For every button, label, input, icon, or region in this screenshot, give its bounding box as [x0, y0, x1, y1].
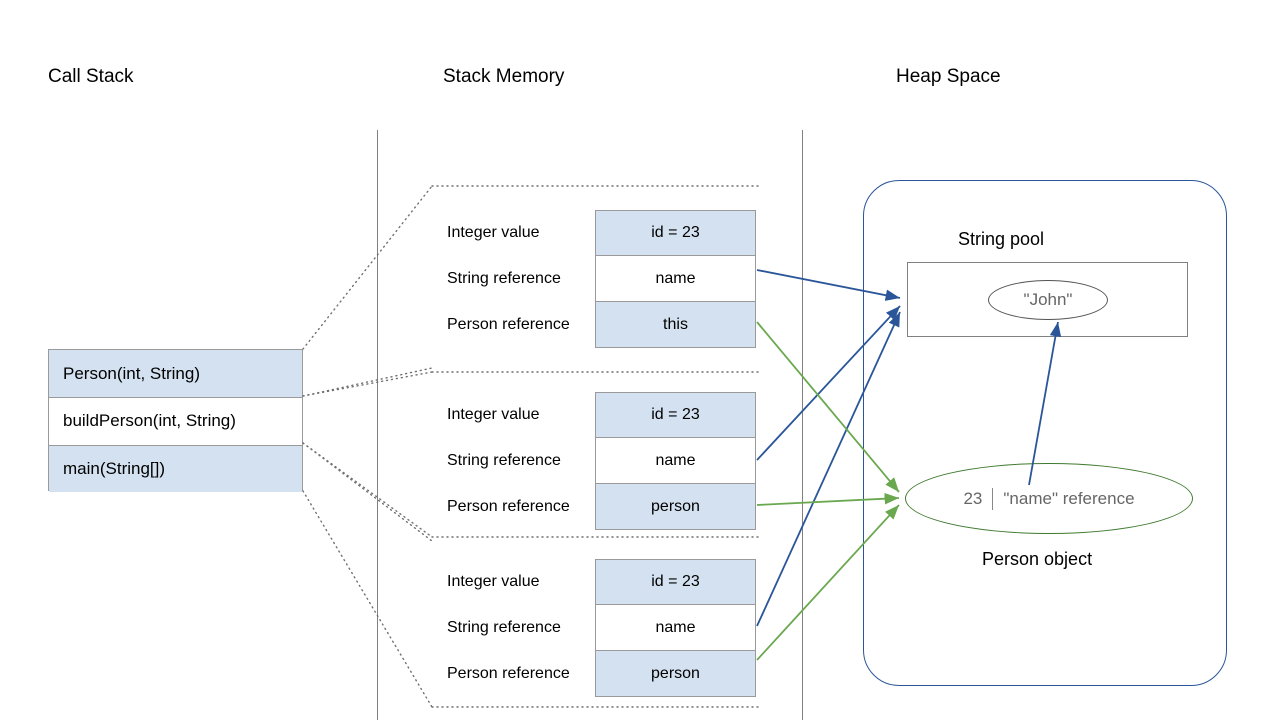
person-object-ellipse[interactable]: 23 "name" reference: [905, 463, 1193, 534]
string-pool-entry-john[interactable]: "John": [988, 280, 1108, 320]
stack-row-label: Person reference: [447, 665, 570, 682]
stack-row-label: String reference: [447, 270, 561, 287]
stack-row-label: Person reference: [447, 498, 570, 515]
stack-value-name[interactable]: name: [595, 438, 756, 484]
call-stack-box: Person(int, String) buildPerson(int, Str…: [48, 349, 303, 492]
call-stack-frame-main[interactable]: main(String[]): [49, 444, 302, 492]
stack-value-person-ref[interactable]: this: [595, 302, 756, 348]
stack-row-label: String reference: [447, 452, 561, 469]
call-stack-frame-buildperson[interactable]: buildPerson(int, String): [49, 397, 302, 445]
divider-call-stack-stack-memory: [377, 130, 378, 720]
stack-value-name[interactable]: name: [595, 256, 756, 302]
call-stack-frame-person[interactable]: Person(int, String): [49, 350, 302, 398]
stack-row-label: Integer value: [447, 224, 540, 241]
stack-row-label: Person reference: [447, 316, 570, 333]
section-header-call-stack: Call Stack: [48, 66, 134, 87]
person-object-caption: Person object: [982, 549, 1093, 569]
stack-row-label: Integer value: [447, 573, 540, 590]
section-header-stack-memory: Stack Memory: [443, 66, 565, 87]
stack-value-id[interactable]: id = 23: [595, 210, 756, 256]
person-object-separator: [992, 487, 994, 510]
string-pool-label: String pool: [958, 229, 1045, 249]
stack-value-person-ref[interactable]: person: [595, 484, 756, 530]
stack-value-id[interactable]: id = 23: [595, 392, 756, 438]
heap-space-container: [863, 180, 1227, 686]
person-object-name-reference: "name" reference: [1003, 488, 1135, 508]
stack-row-label: Integer value: [447, 406, 540, 423]
stack-value-person-ref[interactable]: person: [595, 651, 756, 697]
stack-value-id[interactable]: id = 23: [595, 559, 756, 605]
stack-value-name[interactable]: name: [595, 605, 756, 651]
section-header-heap-space: Heap Space: [896, 66, 1001, 87]
person-object-id: 23: [963, 488, 983, 508]
divider-stack-memory-heap: [802, 130, 803, 720]
stack-row-label: String reference: [447, 619, 561, 636]
